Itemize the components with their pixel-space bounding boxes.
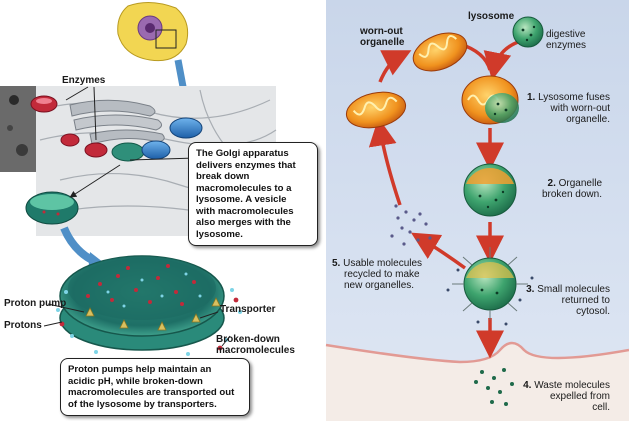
blue-vesicle (169, 117, 203, 139)
recycled-molecules (390, 204, 432, 246)
step-5-label: 5. Usable molecules recycled to make new… (332, 258, 422, 291)
step-line: organelle. (566, 114, 610, 125)
step-2-label: 2. Organelle broken down. (514, 178, 602, 200)
arrow-lyso-to-fusion (483, 40, 519, 81)
digestive-line: enzymes (546, 40, 587, 51)
step-line: cell. (592, 402, 610, 413)
step1-fusion (461, 75, 519, 125)
golgi-caption-line: lysosome. A vesicle (196, 194, 287, 205)
lysosome-top (512, 16, 544, 48)
new-organelle (345, 91, 407, 129)
step-line: Lysosome fuses (538, 92, 610, 103)
proton-pump-label: Proton pump (4, 298, 67, 309)
golgi-apparatus (69, 99, 165, 145)
small-lysosome (25, 191, 79, 225)
step3-small-molecules (446, 247, 534, 326)
step2-broken-down (463, 163, 517, 217)
golgi-caption-line: delivers enzymes that (196, 159, 296, 171)
golgi-caption-line: also merges with the (196, 217, 291, 228)
red-vesicle (30, 95, 58, 113)
proton-caption-line: of the lysosome by transporters. (68, 398, 217, 410)
golgi-caption-line: break down (196, 171, 250, 182)
digestive-line: digestive (546, 29, 586, 40)
worn-out-organelle (412, 32, 468, 72)
step-line: cytosol. (576, 306, 610, 317)
arrow-step3-to-recycle (410, 232, 467, 270)
transporter-label: Transporter (220, 304, 276, 315)
protons-label: Protons (4, 320, 42, 331)
enzymes-label: Enzymes (62, 75, 106, 86)
proton-caption-line: acidic pH, while broken-down (68, 375, 203, 387)
golgi-caption-line: with macromolecules (196, 205, 294, 217)
enzyme-vesicle-2 (60, 133, 80, 147)
golgi-pointer (129, 157, 197, 161)
worn-out-label: worn-out organelle (360, 26, 404, 48)
step-number: 5. (332, 258, 341, 269)
golgi-caption-line: lysosome. (196, 228, 243, 240)
step-number: 3. (526, 284, 535, 295)
left-panel (0, 2, 277, 356)
step-4-label: 4. Waste molecules expelled from cell. (514, 380, 610, 413)
step-line: broken down. (541, 189, 602, 200)
step-1-label: 1. Lysosome fuses with worn-out organell… (514, 92, 610, 125)
expelled-waste (474, 368, 514, 406)
arrow-organelle-to-worn (378, 50, 412, 83)
step-line: expelled from (549, 391, 610, 402)
digestive-enzymes-label: digestive enzymes (546, 29, 586, 51)
step-line: Usable molecules (343, 258, 423, 269)
protons-pointer (43, 321, 63, 327)
lysosome-label: lysosome (468, 11, 515, 22)
broken-down-label: Broken-down macromolecules (216, 334, 295, 356)
step-line: recycled to make (344, 269, 420, 280)
transporter-pointer (199, 311, 219, 319)
proton-caption-line: Proton pumps help maintain an (68, 364, 212, 375)
golgi-caption-line: macromolecules to a (196, 182, 292, 194)
step-line: new organelles. (344, 280, 415, 291)
enzyme-vesicle-1 (84, 142, 108, 158)
proton-pump-pointer (47, 303, 85, 313)
step-line: Small molecules (537, 284, 610, 295)
worn-out-line: organelle (360, 37, 405, 48)
proton-caption-line: macromolecules are transported out (68, 387, 235, 398)
step-number: 1. (526, 92, 536, 103)
worn-out-line: worn-out (360, 26, 403, 37)
golgi-caption: The Golgi apparatus delivers enzymes tha… (188, 142, 318, 246)
step-line: Waste molecules (534, 380, 610, 391)
step-line: with worn-out (550, 103, 610, 114)
broken-down-pointer (221, 335, 231, 347)
step-line: returned to (561, 295, 610, 306)
cell-thumbnail (117, 2, 189, 62)
broken-down-line: macromolecules (216, 345, 295, 356)
step-3-label: 3. Small molecules returned to cytosol. (514, 284, 610, 317)
arrow-recycle-to-organelle (368, 117, 402, 206)
enzymes-pointer (65, 86, 89, 101)
golgi-caption-line: The Golgi apparatus (196, 148, 289, 159)
broken-down-line: Broken-down (216, 334, 280, 345)
step-number: 2. (547, 178, 556, 189)
proton-caption: Proton pumps help maintain an acidic pH,… (60, 358, 250, 416)
fusing-vesicles (111, 140, 171, 162)
step-number: 4. (523, 380, 532, 391)
large-lysosome (56, 255, 242, 356)
step-line: Organelle (558, 178, 602, 189)
right-panel (325, 0, 629, 421)
